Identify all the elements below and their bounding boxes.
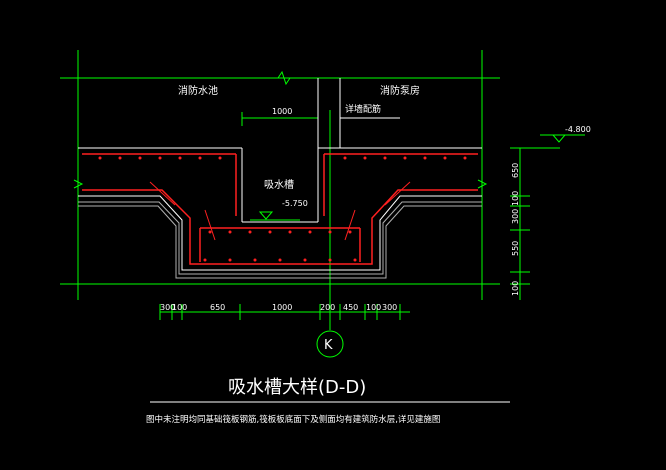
green-gridlines bbox=[60, 50, 585, 330]
elevation-markers bbox=[258, 134, 567, 220]
dim-bottom-3: 650 bbox=[210, 303, 225, 312]
dim-right-3: 300 bbox=[511, 209, 520, 224]
dim-bottom-4: 1000 bbox=[272, 303, 292, 312]
dim-top-1000: 1000 bbox=[272, 107, 292, 116]
outer-wall-label: 详墙配筋 bbox=[345, 103, 381, 115]
dim-right-4: 550 bbox=[511, 241, 520, 256]
dim-bottom-1: 300 bbox=[160, 303, 175, 312]
dim-right-5: 100 bbox=[511, 281, 520, 296]
rebar-dots bbox=[98, 156, 467, 262]
dim-right-2: 100 bbox=[511, 191, 520, 206]
top-elevation: -4.800 bbox=[565, 125, 591, 134]
concrete-outline bbox=[78, 78, 482, 271]
sump-label: 吸水槽 bbox=[264, 178, 294, 191]
axis-label: K bbox=[324, 338, 333, 353]
rebar-lines bbox=[82, 153, 478, 265]
pump-room-label: 消防泵房 bbox=[380, 84, 420, 97]
waterproof-layer bbox=[78, 201, 482, 279]
break-symbols bbox=[73, 70, 488, 189]
dim-bottom-6: 450 bbox=[343, 303, 358, 312]
drawing-note: 图中未注明均同基础筏板钢筋,筏板板底面下及侧面均有建筑防水层,详见建施图 bbox=[146, 414, 440, 425]
dim-bottom-7: 100 bbox=[366, 303, 381, 312]
sump-elevation: -5.750 bbox=[282, 199, 308, 208]
dim-bottom-5: 200 bbox=[320, 303, 335, 312]
pool-label: 消防水池 bbox=[178, 84, 218, 97]
dim-right-1: 650 bbox=[511, 163, 520, 178]
dim-bottom-2: 100 bbox=[172, 303, 187, 312]
dim-bottom-8: 300 bbox=[382, 303, 397, 312]
drawing-title: 吸水槽大样(D-D) bbox=[228, 377, 366, 398]
axis-circle bbox=[316, 330, 344, 358]
diagonal-rebar bbox=[149, 181, 411, 241]
